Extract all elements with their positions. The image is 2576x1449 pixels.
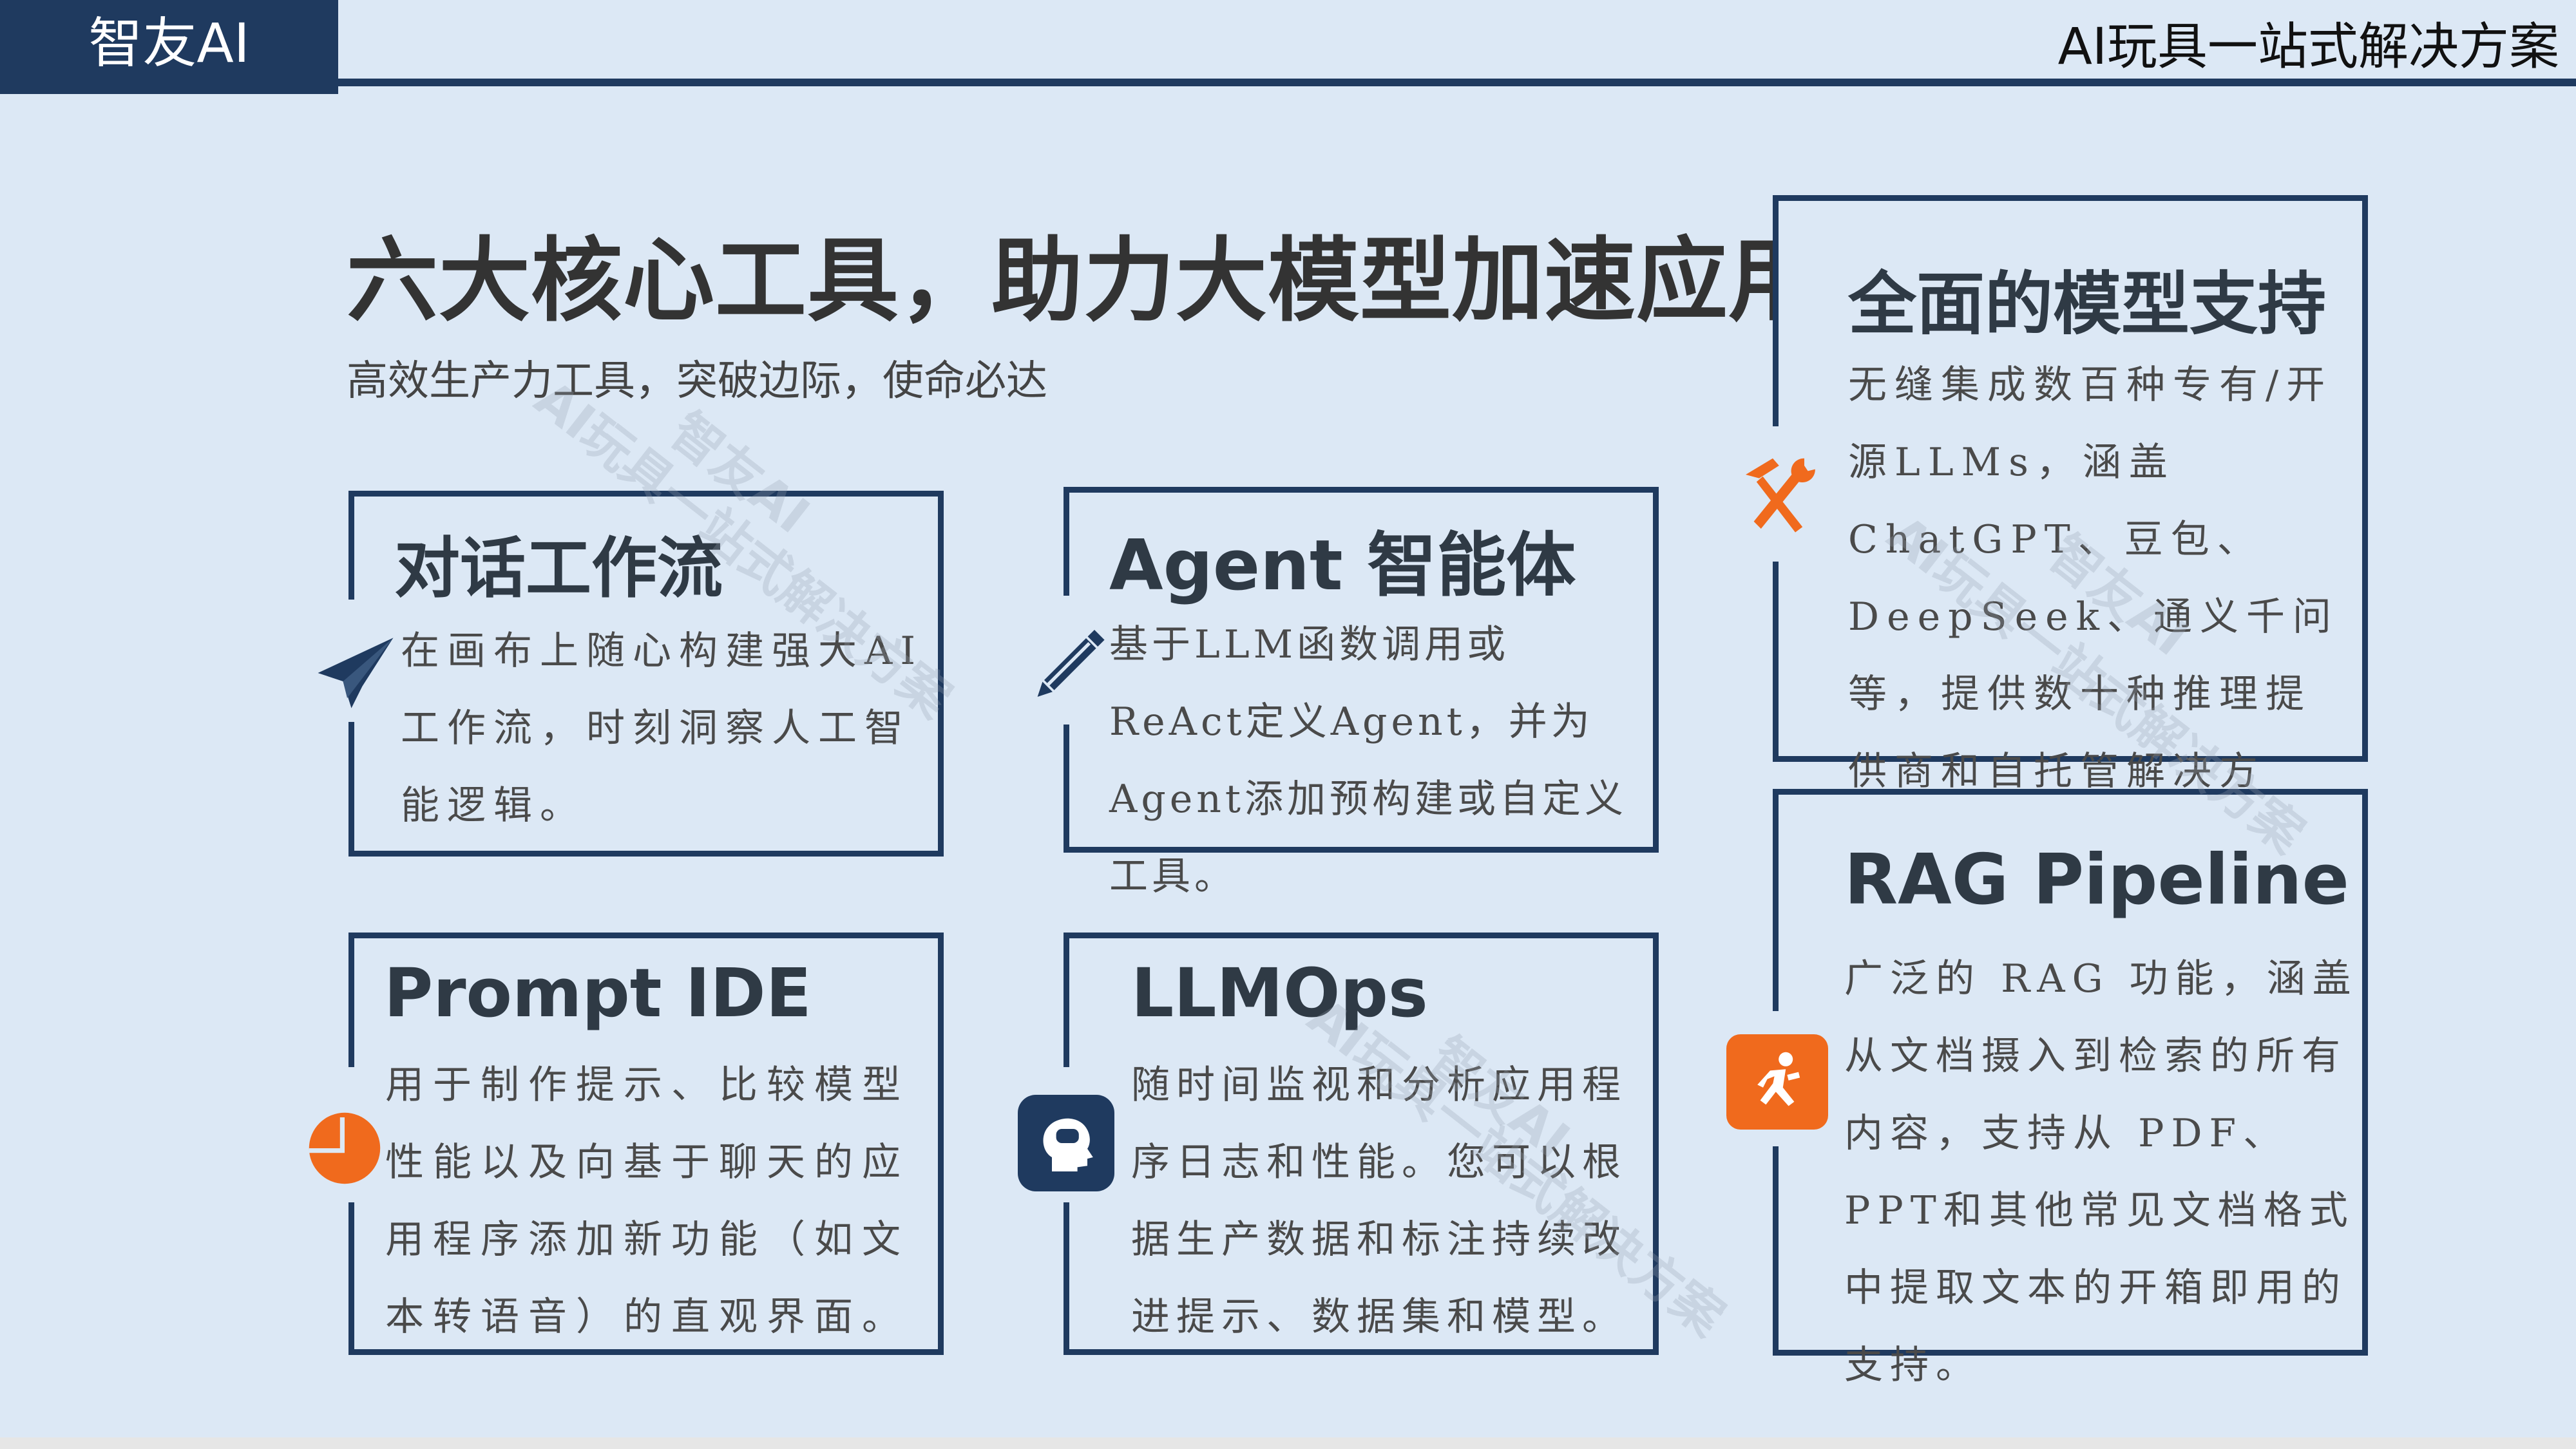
card-llmops: LLMOps 随时间监视和分析应用程序日志和性能。您可以根据生产数据和标注持续改… bbox=[1062, 933, 1659, 1355]
card-title: 全面的模型支持 bbox=[1848, 265, 2326, 344]
card-agent: Agent 智能体 基于LLM函数调用或ReAct定义Agent，并为Agent… bbox=[1062, 487, 1659, 899]
page-subheadline: 高效生产力工具，突破边际，使命必达 bbox=[347, 357, 1047, 405]
card-title: 对话工作流 bbox=[394, 531, 723, 607]
brand-logo: 智友AI bbox=[0, 0, 338, 94]
card-title: LLMOps bbox=[1131, 954, 1428, 1032]
top-bar bbox=[0, 0, 2576, 86]
card-title: RAG Pipeline bbox=[1844, 840, 2349, 920]
pencil-icon bbox=[1024, 618, 1114, 708]
card-body: 广泛的 RAG 功能，涵盖从文档摄入到检索的所有内容，支持从 PDF、PPT和其… bbox=[1844, 956, 2358, 1388]
card-model-support: 全面的模型支持 无缝集成数百种专有/开源LLMs，涵盖 ChatGPT、豆包、D… bbox=[1771, 195, 2368, 871]
card-dialogue-workflow: 对话工作流 在画布上随心构建强大AI工作流，时刻洞察人工智能逻辑。 bbox=[347, 491, 944, 857]
card-title: Prompt IDE bbox=[384, 954, 812, 1032]
card-body: 基于LLM函数调用或ReAct定义Agent，并为Agent添加预构建或自定义工… bbox=[1109, 622, 1627, 899]
pie-chart-icon bbox=[303, 1106, 386, 1190]
runner-icon bbox=[1726, 1034, 1828, 1130]
tools-icon bbox=[1729, 444, 1826, 541]
paper-plane-icon bbox=[310, 628, 401, 718]
card-body: 用于制作提示、比较模型性能以及向基于聊天的应用程序添加新功能（如文本转语音）的直… bbox=[385, 1063, 910, 1340]
deck-title: AI玩具一站式解决方案 bbox=[2057, 18, 2559, 76]
bottom-strip bbox=[0, 1437, 2576, 1449]
card-rag-pipeline: RAG Pipeline 广泛的 RAG 功能，涵盖从文档摄入到检索的所有内容，… bbox=[1771, 789, 2368, 1388]
card-body: 在画布上随心构建强大AI工作流，时刻洞察人工智能逻辑。 bbox=[401, 629, 924, 828]
card-title: Agent 智能体 bbox=[1109, 526, 1576, 606]
card-body: 随时间监视和分析应用程序日志和性能。您可以根据生产数据和标注持续改进提示、数据集… bbox=[1131, 1063, 1627, 1340]
card-prompt-ide: Prompt IDE 用于制作提示、比较模型性能以及向基于聊天的应用程序添加新功… bbox=[347, 933, 944, 1355]
page-headline: 六大核心工具，助力大模型加速应用 bbox=[347, 228, 1820, 334]
head-brain-icon bbox=[1018, 1095, 1114, 1191]
